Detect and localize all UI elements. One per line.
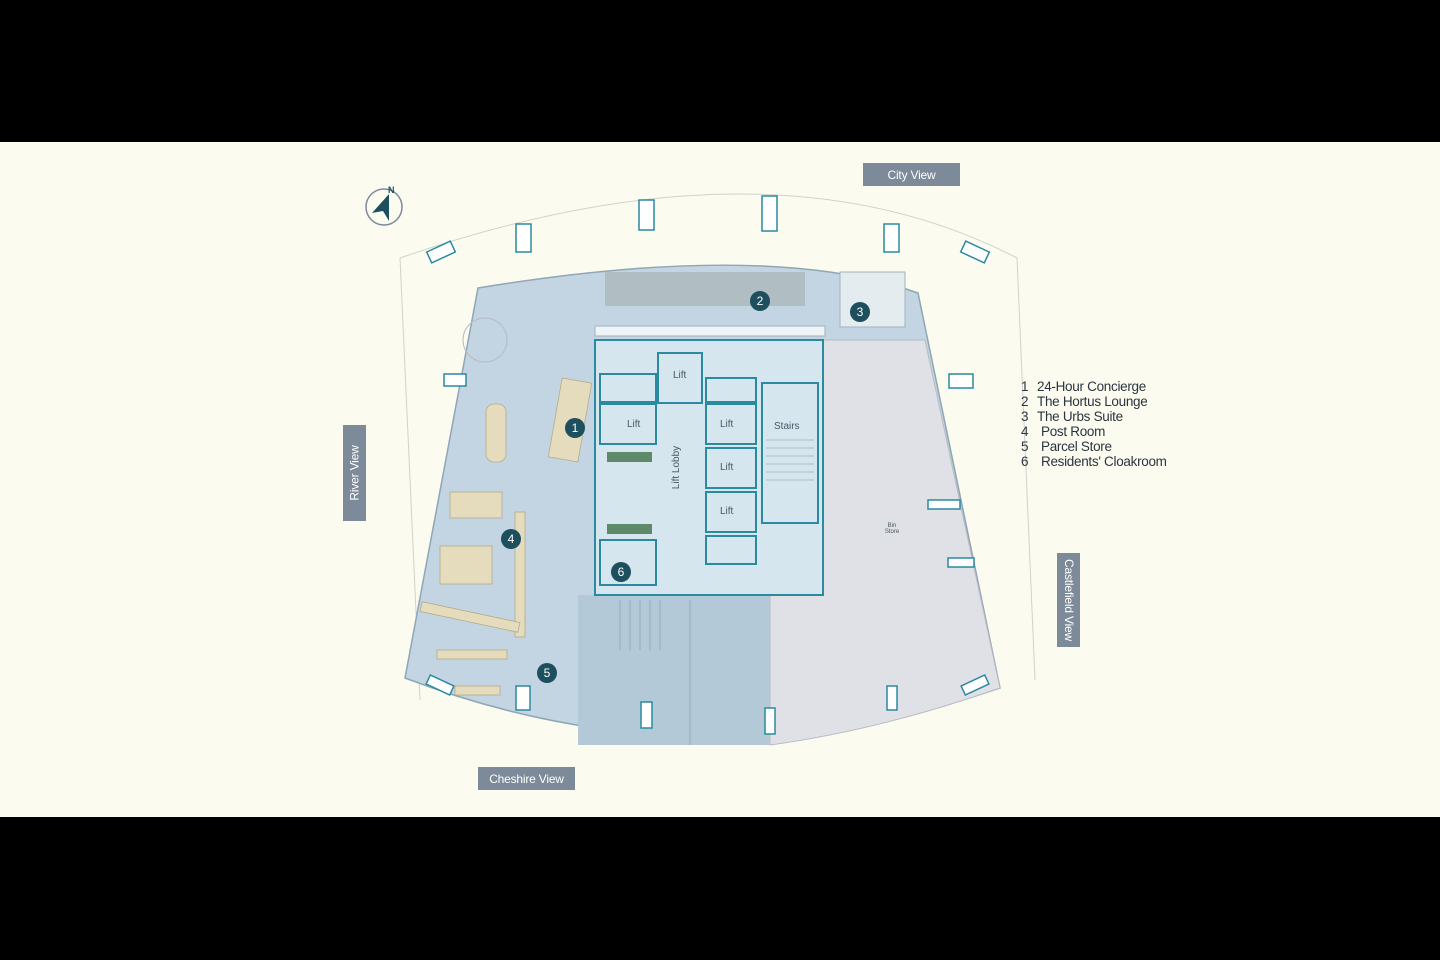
view-label-south: Cheshire View	[478, 767, 575, 790]
marker-1[interactable]: 1	[565, 418, 585, 438]
planter	[607, 524, 652, 534]
room-label-lift: Lift	[720, 506, 734, 517]
structural-columns	[425, 195, 991, 735]
room-label-lift-lobby: Lift Lobby	[671, 445, 683, 490]
view-label-west: River View	[343, 425, 366, 521]
room-label-lift: Lift	[627, 419, 641, 430]
floor-plan-canvas: N City View River View Castlefield View …	[0, 142, 1440, 817]
suite-furniture	[839, 271, 906, 328]
marker-4[interactable]: 4	[501, 529, 521, 549]
view-label-east: Castlefield View	[1057, 553, 1080, 647]
corridor-strip	[594, 325, 826, 337]
room-label-stairs: Stairs	[774, 421, 800, 432]
room-label-bin-store: Bin Store	[884, 523, 900, 535]
marker-3[interactable]: 3	[850, 302, 870, 322]
compass-north-label: N	[388, 185, 395, 195]
room-label-lift: Lift	[720, 462, 734, 473]
marker-2[interactable]: 2	[750, 291, 770, 311]
entrance-lobby	[578, 595, 770, 745]
compass-icon: N	[365, 185, 403, 226]
revolving-door	[462, 317, 508, 363]
view-label-north: City View	[863, 163, 960, 186]
bin-store-area	[769, 339, 1001, 746]
lounge-furniture	[605, 272, 805, 306]
room-label-lift: Lift	[673, 370, 687, 381]
marker-6[interactable]: 6	[611, 562, 631, 582]
room-label-lift: Lift	[720, 419, 734, 430]
marker-5[interactable]: 5	[537, 663, 557, 683]
floor-plan-drawing: N	[365, 185, 1036, 746]
planter	[607, 452, 652, 462]
